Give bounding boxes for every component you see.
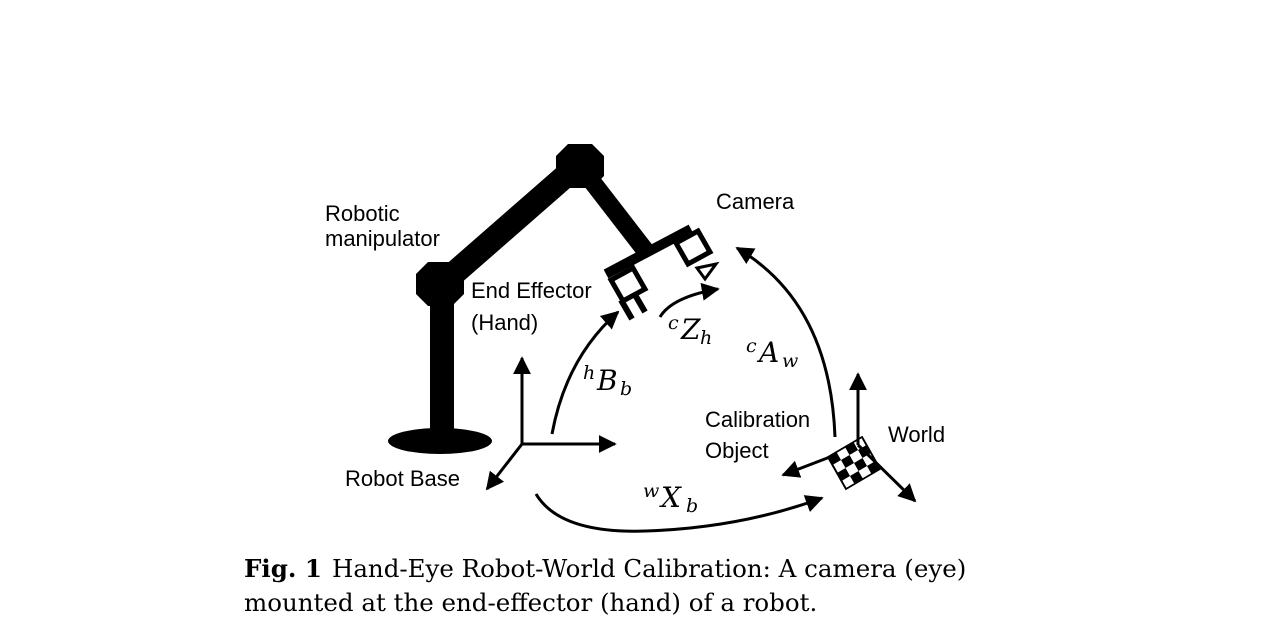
transform-arrows <box>534 246 837 533</box>
svg-text:X: X <box>659 481 682 514</box>
label-calibration: Calibration <box>705 407 810 432</box>
end-effector <box>603 224 694 321</box>
arrow-cAw <box>735 246 837 438</box>
math-wXb: w X b <box>643 480 698 517</box>
arrow-hBb <box>550 310 620 435</box>
calibration-object <box>826 435 882 491</box>
robot-base-plate <box>388 428 492 454</box>
arrow-wXb <box>534 493 824 533</box>
label-hand: (Hand) <box>471 310 538 335</box>
svg-text:Z: Z <box>680 313 701 346</box>
label-robot-base: Robot Base <box>345 466 460 491</box>
label-object: Object <box>705 438 769 463</box>
svg-text:w: w <box>782 350 798 372</box>
svg-text:A: A <box>756 336 779 369</box>
robot-manipulator <box>388 144 656 454</box>
camera-lens-icon <box>694 261 720 282</box>
arrow-cZh <box>658 282 720 318</box>
forearm-link <box>572 160 656 260</box>
label-world: World <box>888 422 945 447</box>
camera <box>672 227 720 282</box>
svg-text:h: h <box>583 362 595 384</box>
svg-text:b: b <box>686 495 698 517</box>
mount-plate <box>603 224 694 279</box>
svg-text:w: w <box>643 480 659 502</box>
world-frame-axes <box>781 372 917 503</box>
svg-text:c: c <box>668 312 679 334</box>
robot-column <box>430 290 454 438</box>
base-frame-axes <box>485 356 617 491</box>
label-manipulator: manipulator <box>325 226 440 251</box>
upper-arm-link <box>435 155 586 293</box>
label-robotic: Robotic <box>325 201 400 226</box>
caption-text: Hand-Eye Robot-World Calibration: A came… <box>244 554 967 617</box>
svg-text:h: h <box>700 327 712 349</box>
gripper-finger-left <box>618 298 635 321</box>
svg-text:c: c <box>746 335 757 357</box>
svg-text:b: b <box>620 378 632 400</box>
gripper-finger-right <box>631 291 648 314</box>
figure-label: Fig. 1 <box>244 554 322 583</box>
camera-body <box>672 227 714 268</box>
label-camera: Camera <box>716 189 795 214</box>
math-cAw: c A w <box>746 335 798 372</box>
math-cZh: c Z h <box>668 312 712 349</box>
svg-text:B: B <box>596 364 618 397</box>
label-end-effector: End Effector <box>471 278 592 303</box>
math-hBb: h B b <box>583 362 632 400</box>
checkerboard-icon <box>826 435 882 491</box>
